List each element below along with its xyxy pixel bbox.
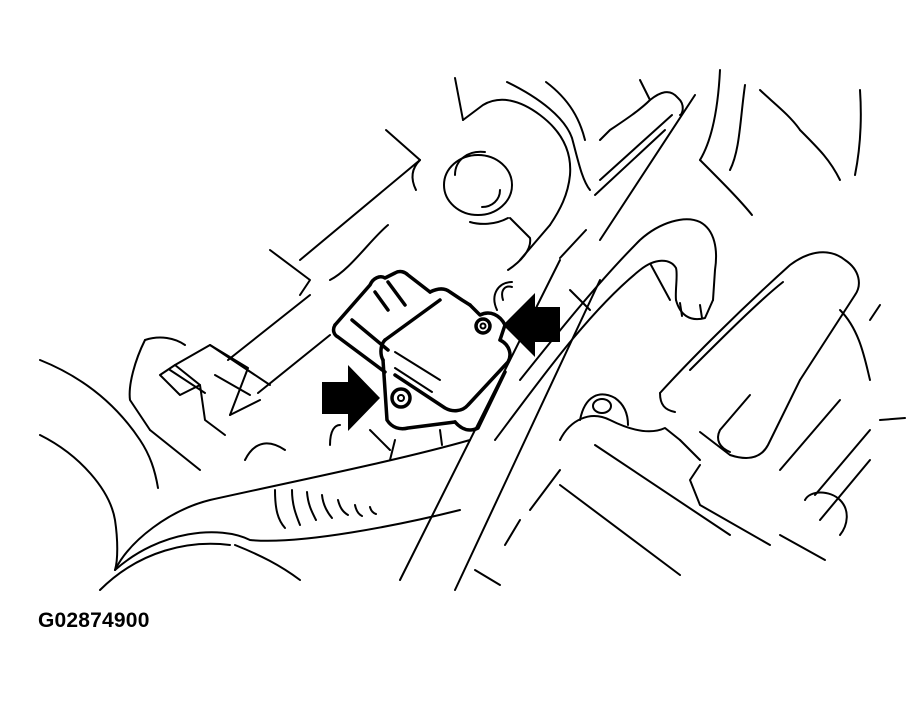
- figure-code: G02874900: [38, 609, 150, 632]
- arrow-right-icon: [322, 365, 380, 431]
- sensor: [331, 269, 513, 461]
- callout-arrows: [322, 293, 560, 431]
- upper-right-bracket: [594, 69, 862, 241]
- left-connector: [128, 294, 331, 471]
- arrow-left-icon: [503, 293, 560, 357]
- upper-housing: [269, 77, 591, 296]
- right-component: [659, 251, 906, 561]
- lower-body: [39, 359, 471, 591]
- hose-pipe: [494, 218, 718, 441]
- lower-right-bracket: [474, 393, 771, 586]
